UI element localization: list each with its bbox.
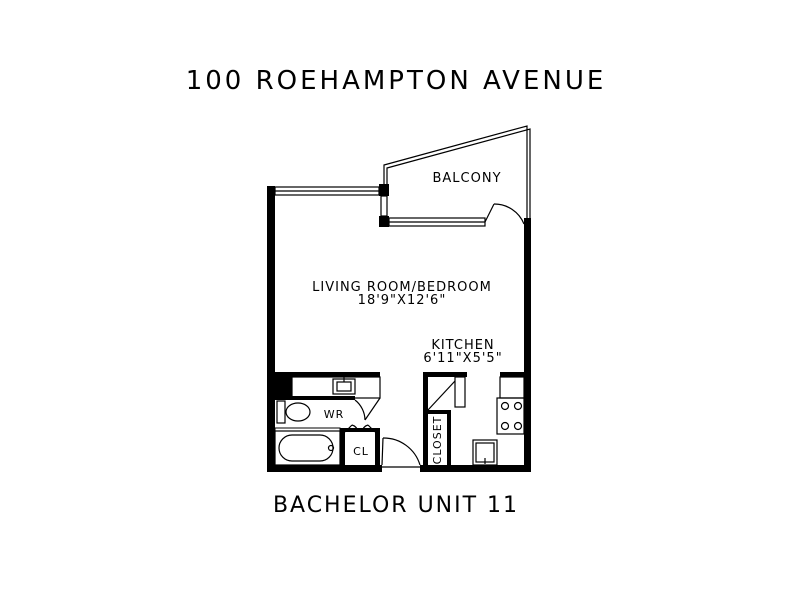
small-closet-label: CL xyxy=(353,445,369,458)
washroom-walls xyxy=(274,372,381,465)
toilet xyxy=(276,400,311,424)
entry-door xyxy=(381,437,421,468)
balcony-door xyxy=(484,203,525,225)
living-room-dimensions: 18'9"X12'6" xyxy=(358,293,447,308)
wall-segment xyxy=(380,195,388,217)
kitchen-counter xyxy=(472,376,525,466)
kitchen-label: KITCHEN xyxy=(431,338,494,353)
balcony-window-wall xyxy=(388,217,486,227)
building-address-title: 100 ROEHAMPTON AVENUE xyxy=(185,66,607,96)
unit-name-subtitle: BACHELOR UNIT 11 xyxy=(272,493,520,518)
closet-label: CLOSET xyxy=(431,416,444,465)
wall-post xyxy=(379,184,389,196)
living-room-label: LIVING ROOM/BEDROOM xyxy=(312,280,492,295)
washroom-door xyxy=(354,397,381,421)
bathtub xyxy=(274,430,341,466)
kitchen-dimensions: 6'11"X5'5" xyxy=(423,351,502,366)
balcony-railing xyxy=(383,125,531,219)
top-window xyxy=(274,186,380,196)
washroom-label: WR xyxy=(324,408,345,421)
wall-post xyxy=(379,216,389,227)
washroom-sink xyxy=(332,376,356,395)
balcony-label: BALCONY xyxy=(432,171,501,186)
closet-door xyxy=(344,424,376,433)
exterior-walls xyxy=(267,186,531,472)
kitchen-partition xyxy=(423,372,524,465)
